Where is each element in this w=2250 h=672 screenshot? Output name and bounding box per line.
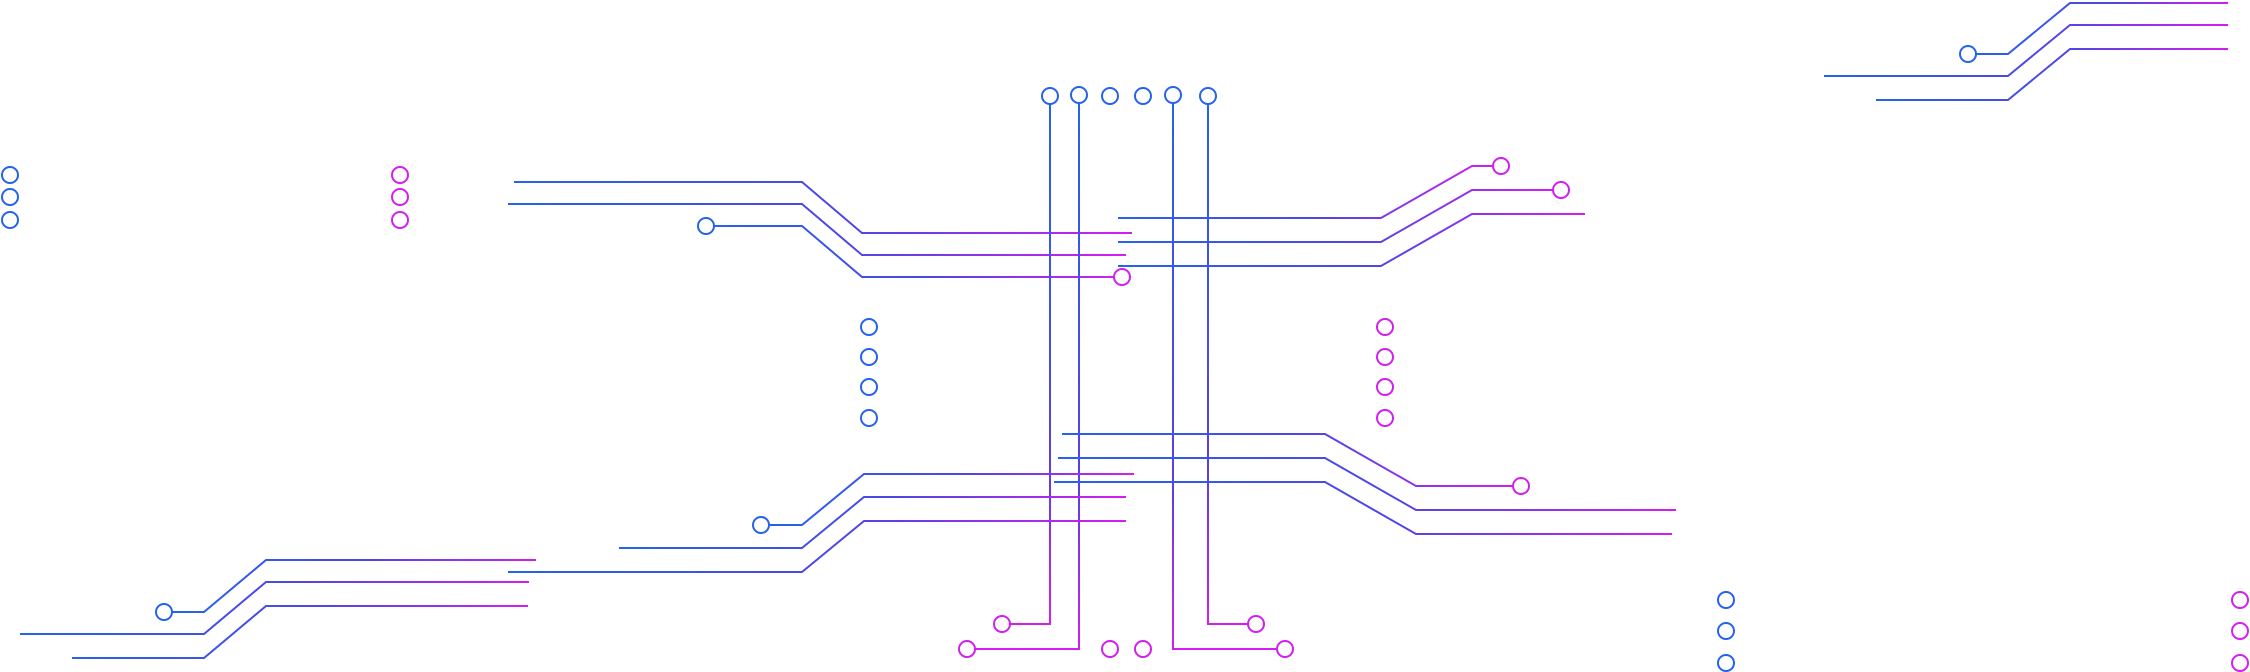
ring-pad-icon (1, 188, 19, 206)
bus-bottom-right (1717, 591, 2249, 672)
ring-pad-icon (391, 188, 409, 206)
ring-pad-icon (1717, 622, 1735, 640)
ring-pad-icon (2231, 654, 2249, 672)
ring-pad-icon (993, 615, 1011, 633)
bus-bottom-left (20, 559, 536, 659)
ring-pad-icon (752, 516, 770, 534)
ring-pad-icon (1512, 477, 1530, 495)
ring-pad-icon (1199, 87, 1217, 105)
ring-pad-icon (1376, 348, 1394, 366)
ring-pad-icon (1164, 86, 1182, 104)
ring-pad-icon (1134, 87, 1152, 105)
ring-pad-icon (155, 603, 173, 621)
ring-pad-icon (2231, 622, 2249, 640)
ring-pad-icon (1113, 268, 1131, 286)
ring-pad-icon (958, 640, 976, 658)
bus-lower-center-right (1054, 433, 1676, 535)
ring-pad-icon (2231, 591, 2249, 609)
ring-pad-icon (1041, 87, 1059, 105)
ring-pad-icon (1492, 157, 1510, 175)
ring-pad-icon (1376, 318, 1394, 336)
ring-pad-icon (1376, 409, 1394, 427)
bus-center-horizontal (860, 318, 1394, 427)
ring-pad-icon (860, 318, 878, 336)
ring-pad-icon (697, 217, 715, 235)
ring-pad-icon (391, 166, 409, 184)
ring-pad-icon (1070, 86, 1088, 104)
bus-top-right (1824, 2, 2228, 101)
ring-pad-icon (1276, 640, 1294, 658)
ring-pad-icon (1247, 615, 1265, 633)
bus-vertical (958, 86, 1294, 658)
ring-pad-icon (1101, 87, 1119, 105)
ring-pad-icon (860, 409, 878, 427)
ring-pad-icon (1, 166, 19, 184)
ring-pad-icon (1552, 181, 1570, 199)
ring-pad-icon (1959, 45, 1977, 63)
ring-pad-icon (860, 378, 878, 396)
ring-pad-icon (1376, 378, 1394, 396)
ring-pad-icon (1134, 640, 1152, 658)
ring-pad-icon (1717, 591, 1735, 609)
bus-top-left (1, 166, 409, 229)
ring-pad-icon (1717, 654, 1735, 672)
ring-pad-icon (1101, 640, 1119, 658)
ring-pad-icon (1, 211, 19, 229)
bus-top-center-right (1118, 157, 1585, 267)
bus-lower-center-left (508, 473, 1134, 573)
ring-pad-icon (860, 348, 878, 366)
ring-pad-icon (391, 211, 409, 229)
bus-top-center-left (508, 181, 1132, 286)
